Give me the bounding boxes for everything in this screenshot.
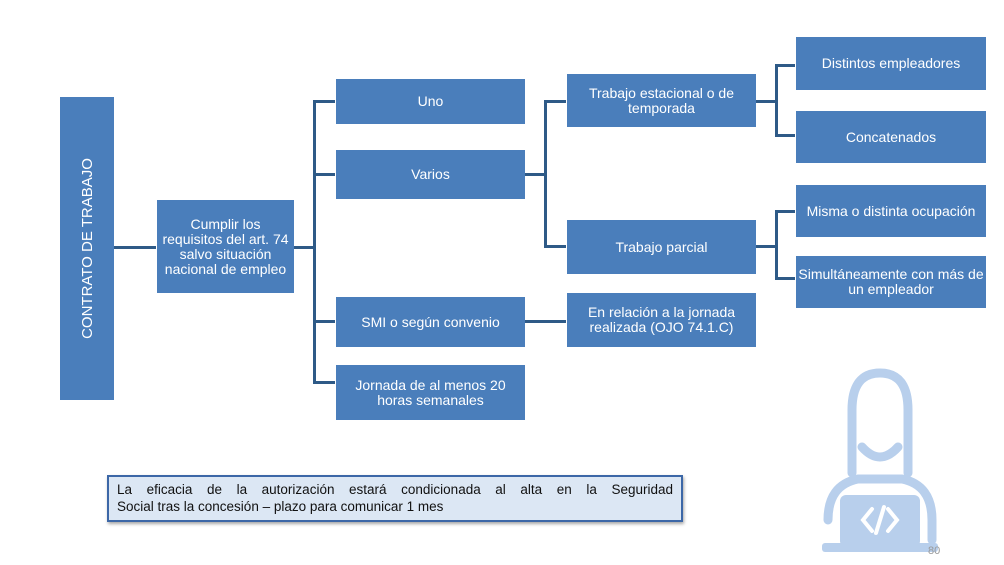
distintos-label: Distintos empleadores: [821, 55, 961, 71]
connector: [544, 100, 547, 248]
connector: [544, 100, 566, 103]
connector: [775, 210, 795, 213]
connector: [313, 100, 335, 103]
parcial-label: Trabajo parcial: [615, 238, 708, 255]
root-box: CONTRATO DE TRABAJO: [60, 97, 114, 400]
smi-child-box: En relación a la jornada realizada (OJO …: [567, 293, 756, 347]
branch-uno-label: Uno: [417, 93, 444, 109]
connector: [313, 173, 335, 176]
root-label: CONTRATO DE TRABAJO: [78, 158, 96, 339]
connector: [313, 320, 335, 323]
person-laptop-icon: [822, 368, 938, 552]
page-number: 80: [928, 545, 941, 557]
note-box: La eficacia de la autorización estará co…: [107, 475, 683, 522]
connector: [114, 246, 156, 249]
connector: [313, 381, 335, 384]
estacional-box: Trabajo estacional o de temporada: [567, 74, 756, 127]
parcial-box: Trabajo parcial: [567, 220, 756, 274]
concatenados-label: Concatenados: [845, 128, 937, 145]
concatenados-box: Concatenados: [796, 111, 986, 163]
branch-smi-box: SMI o según convenio: [336, 297, 525, 347]
connector: [756, 100, 776, 103]
connector: [775, 64, 778, 137]
note-line-1: La eficacia de la autorización estará co…: [117, 482, 673, 497]
simultaneamente-box: Simultáneamente con más de un empleador: [796, 256, 986, 308]
connector: [775, 134, 795, 137]
branch-smi-label: SMI o según convenio: [361, 313, 500, 330]
connector: [525, 173, 547, 176]
branch-uno-box: Uno: [336, 79, 525, 124]
branch-varios-box: Varios: [336, 150, 525, 199]
branch-jornada-label: Jornada de al menos 20 horas semanales: [355, 376, 506, 408]
connector: [313, 100, 316, 383]
misma-box: Misma o distinta ocupación: [796, 185, 986, 237]
distintos-box: Distintos empleadores: [796, 37, 986, 90]
branch-varios-label: Varios: [411, 166, 450, 182]
smi-child-label: En relación a la jornada realizada (OJO …: [587, 304, 736, 335]
note-line-2: Social tras la concesión – plazo para co…: [117, 499, 444, 514]
connector: [544, 245, 566, 248]
connector: [756, 245, 776, 248]
main-condition-box: Cumplir los requisitos del art. 74 salvo…: [157, 200, 294, 293]
connector: [775, 277, 795, 280]
connector: [775, 64, 795, 67]
connector: [525, 320, 566, 323]
main-condition-label: Cumplir los requisitos del art. 74 salvo…: [162, 215, 289, 277]
connector: [294, 246, 314, 249]
estacional-label: Trabajo estacional o de temporada: [588, 84, 735, 116]
simultaneamente-label: Simultáneamente con más de un empleador: [798, 266, 984, 297]
connector: [775, 210, 778, 280]
branch-jornada-box: Jornada de al menos 20 horas semanales: [336, 365, 525, 420]
misma-label: Misma o distinta ocupación: [806, 202, 976, 219]
